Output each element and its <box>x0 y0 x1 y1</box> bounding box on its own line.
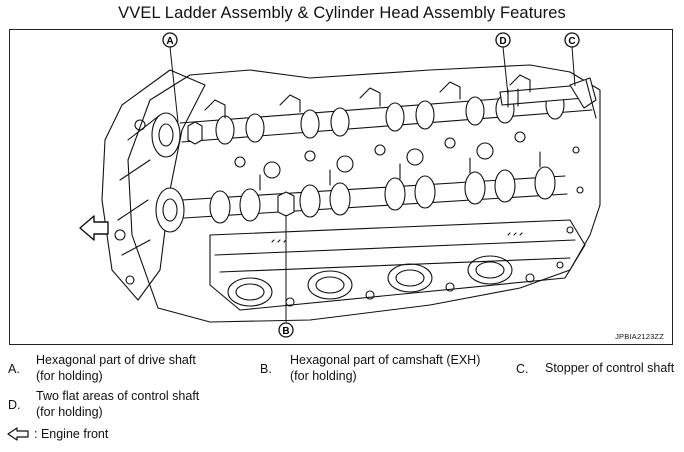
callout-b: B <box>278 322 294 338</box>
legend-key-c: C. <box>516 362 529 376</box>
diagram-title: VVEL Ladder Assembly & Cylinder Head Ass… <box>118 4 566 22</box>
callout-a: A <box>162 32 178 48</box>
legend-a-line2: (for holding) <box>36 369 103 383</box>
leader-d <box>502 46 509 96</box>
callout-c: C <box>564 32 580 48</box>
legend-key-d: D. <box>8 398 21 412</box>
legend-item-b: Hexagonal part of camshaft (EXH) (for ho… <box>290 352 480 384</box>
legend-a-line1: Hexagonal part of drive shaft <box>36 353 196 367</box>
legend-item-d: Two flat areas of control shaft (for hol… <box>36 388 199 420</box>
legend-b-line2: (for holding) <box>290 369 357 383</box>
svg-text:A: A <box>166 36 173 47</box>
image-code: JPBIA2123ZZ <box>615 332 664 341</box>
legend-key-b: B. <box>260 362 272 376</box>
legend-d-line2: (for holding) <box>36 405 103 419</box>
svg-text:D: D <box>499 36 506 47</box>
callout-d: D <box>495 32 511 48</box>
legend-d-line1: Two flat areas of control shaft <box>36 389 200 403</box>
engine-illustration: A D C B <box>79 32 601 338</box>
lower-block <box>209 219 586 311</box>
hollow-left-arrow-icon <box>7 427 29 441</box>
legend-key-a: A. <box>8 362 20 376</box>
leader-c <box>571 46 576 87</box>
hollow-left-arrow-icon <box>79 215 109 241</box>
legend-c-line1: Stopper of control shaft <box>545 361 675 375</box>
front-arrow-legend <box>6 426 30 442</box>
svg-text:B: B <box>282 326 289 337</box>
engine-front-note: : Engine front <box>34 427 109 441</box>
legend-item-c: Stopper of control shaft <box>545 360 674 376</box>
diagram-frame: A D C B JPBIA2123ZZ <box>9 29 673 345</box>
svg-text:C: C <box>568 36 575 47</box>
leader-a <box>169 46 179 123</box>
left-end-plate <box>101 69 206 301</box>
head-outline <box>127 64 601 323</box>
legend-b-line1: Hexagonal part of camshaft (EXH) <box>290 353 481 367</box>
legend-item-a: Hexagonal part of drive shaft (for holdi… <box>36 352 196 384</box>
